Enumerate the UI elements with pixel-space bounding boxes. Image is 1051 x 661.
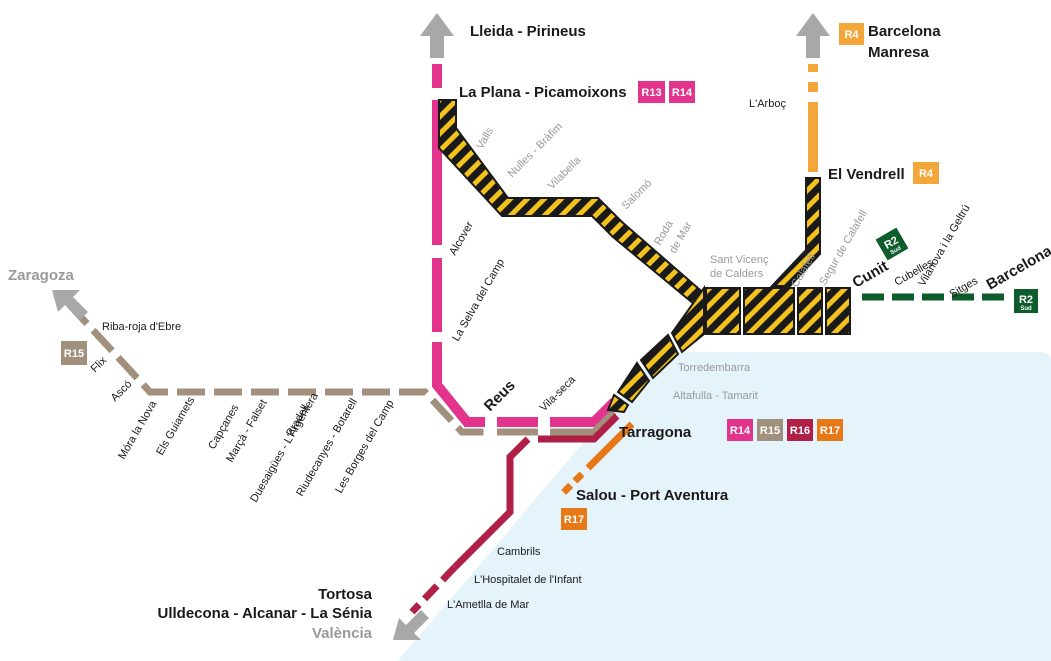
crimson-top bbox=[538, 413, 620, 443]
hatch-diag-2 bbox=[639, 333, 680, 380]
hatch-block-2 bbox=[743, 287, 795, 335]
svg-text:R2: R2 bbox=[1019, 294, 1033, 306]
station-asco: Ascó bbox=[109, 378, 135, 404]
hub-salou: Salou - Port Aventura bbox=[576, 487, 729, 504]
station-torredembarra: Torredembarra bbox=[678, 362, 751, 374]
hub-cunit: Cunit bbox=[850, 258, 892, 292]
badge-r17-salou: R17 bbox=[561, 508, 587, 530]
badge-r17-tarragona: R17 bbox=[817, 419, 843, 441]
svg-text:R17: R17 bbox=[820, 425, 840, 437]
hatch-valls-branch bbox=[438, 99, 709, 306]
hatch-block-1 bbox=[705, 287, 741, 335]
taupe-line bbox=[65, 300, 617, 436]
svg-text:R13: R13 bbox=[641, 87, 661, 99]
station-nulles: Nulles - Bràfim bbox=[506, 121, 565, 180]
crimson-dashed bbox=[409, 564, 458, 615]
station-sant-vicenc-2: de Calders bbox=[710, 268, 764, 280]
destination-lleida: Lleida - Pirineus bbox=[470, 23, 586, 40]
arrow-up-icon bbox=[796, 13, 830, 58]
badge-r4-vendrell: R4 bbox=[913, 162, 939, 184]
station-guiamets: Els Guiamets bbox=[154, 394, 197, 457]
orange-dashed bbox=[557, 471, 585, 499]
hatch-diag-3 bbox=[616, 361, 651, 404]
station-cambrils: Cambrils bbox=[497, 546, 541, 558]
station-altafulla: Altafulla - Tamarit bbox=[673, 390, 758, 402]
destination-manresa: Manresa bbox=[868, 44, 930, 61]
hatch-diag-1 bbox=[670, 284, 705, 354]
destination-zaragoza: Zaragoza bbox=[8, 267, 75, 284]
hub-reus: Reus bbox=[481, 377, 519, 415]
svg-text:R17: R17 bbox=[564, 514, 584, 526]
badge-r4-top: R4 bbox=[839, 23, 864, 45]
orange-line bbox=[557, 421, 635, 499]
badge-r15-zaragoza: R15 bbox=[61, 341, 87, 365]
badge-r2-barcelona: R2 Sud bbox=[1014, 289, 1038, 313]
hub-el-vendrell: El Vendrell bbox=[828, 166, 905, 183]
hatch-block-3 bbox=[797, 287, 823, 335]
arrow-up-icon bbox=[420, 13, 454, 58]
station-salomo: Salomó bbox=[620, 177, 655, 212]
station-valls: Valls bbox=[474, 125, 496, 151]
station-vilaseca: Vila-seca bbox=[538, 373, 579, 414]
badge-r13: R13 bbox=[638, 81, 665, 103]
station-hospitalet: L'Hospitalet de l'Infant bbox=[474, 574, 582, 586]
station-ametlla: L'Ametlla de Mar bbox=[447, 599, 530, 611]
hatch-block-4 bbox=[825, 287, 851, 335]
svg-text:R16: R16 bbox=[790, 425, 810, 437]
badge-r15-tarragona: R15 bbox=[757, 419, 783, 441]
station-vilabella: Vilabella bbox=[546, 154, 584, 192]
taupe-main bbox=[65, 300, 485, 436]
station-flix: Flix bbox=[89, 354, 110, 375]
hatch-diag-4 bbox=[606, 393, 630, 414]
badge-r2-cunit: R2 Sud bbox=[875, 227, 909, 261]
crimson-solid bbox=[452, 436, 531, 570]
orange-solid bbox=[585, 421, 635, 471]
station-sant-vicenc-1: Sant Vicenç bbox=[710, 254, 769, 266]
station-alcover: Alcover bbox=[447, 219, 476, 257]
arrow-down-left-icon bbox=[393, 610, 429, 640]
magenta-segment-vilaseca bbox=[550, 398, 618, 427]
hatch-vendrell-branch bbox=[769, 177, 821, 287]
svg-text:R4: R4 bbox=[844, 29, 859, 41]
destination-barcelona: Barcelona bbox=[984, 242, 1051, 293]
svg-text:Sud: Sud bbox=[890, 245, 903, 256]
taupe-end bbox=[550, 409, 617, 436]
hub-la-plana: La Plana - Picamoixons bbox=[459, 84, 627, 101]
svg-text:R15: R15 bbox=[760, 425, 780, 437]
destination-ulldecona: Ulldecona - Alcanar - La Sénia bbox=[157, 605, 372, 622]
crimson-line bbox=[409, 413, 620, 615]
hatched-tracks bbox=[438, 99, 851, 414]
svg-text:Sud: Sud bbox=[1020, 306, 1032, 312]
magenta-segment-reus bbox=[432, 342, 485, 427]
badge-r14-tarragona: R14 bbox=[727, 419, 753, 441]
station-larboc: L'Arboç bbox=[749, 98, 786, 110]
magenta-line bbox=[432, 64, 618, 427]
svg-text:R14: R14 bbox=[672, 87, 693, 99]
svg-text:R15: R15 bbox=[64, 348, 84, 360]
sea-area bbox=[398, 352, 1051, 661]
hub-tarragona: Tarragona bbox=[619, 424, 692, 441]
station-vilanova: Vilanova i la Geltrú bbox=[916, 203, 972, 289]
station-la-selva: La Selva del Camp bbox=[450, 257, 507, 343]
destination-barcelona-r4: Barcelona bbox=[868, 23, 941, 40]
destination-valencia: València bbox=[312, 625, 373, 642]
svg-text:R14: R14 bbox=[730, 425, 751, 437]
destination-tortosa: Tortosa bbox=[318, 586, 373, 603]
badge-r14-la-plana: R14 bbox=[669, 81, 695, 103]
badge-r16-tarragona: R16 bbox=[787, 419, 813, 441]
arrow-up-left-icon bbox=[52, 290, 88, 320]
station-riba-roja: Riba-roja d'Ebre bbox=[102, 321, 181, 333]
svg-text:R4: R4 bbox=[919, 168, 934, 180]
